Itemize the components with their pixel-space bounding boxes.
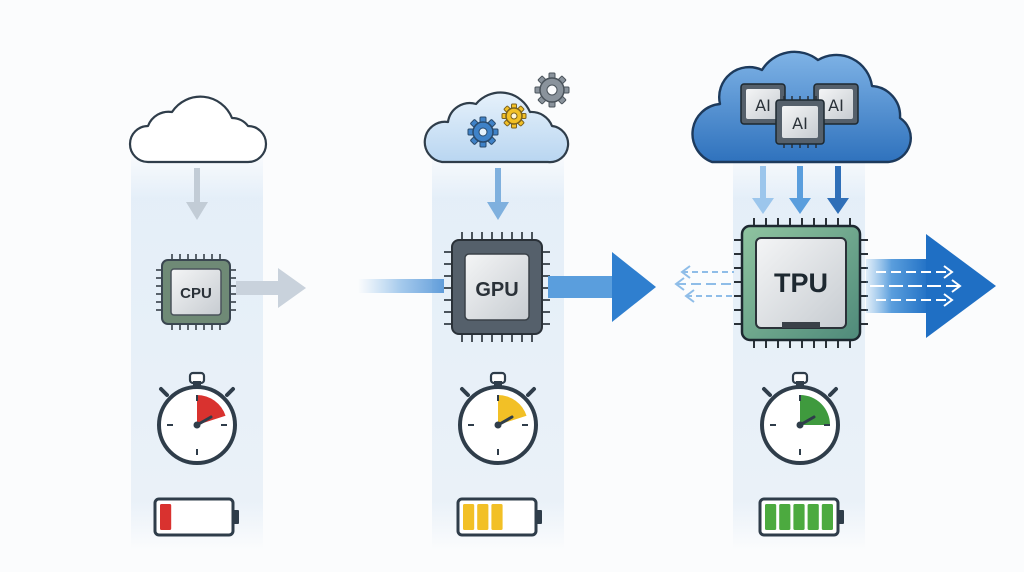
gear-icon xyxy=(467,116,499,148)
cloud-icon xyxy=(128,95,268,164)
battery-cells xyxy=(765,504,833,530)
battery-cell xyxy=(491,504,503,530)
stopwatch-icon xyxy=(760,371,840,465)
ai-chip-label: AI xyxy=(828,96,844,115)
gear-icon xyxy=(501,103,527,129)
stopwatch-icon xyxy=(458,371,538,465)
battery-cells xyxy=(160,504,172,530)
battery-cell xyxy=(779,504,791,530)
battery-icon xyxy=(153,497,239,537)
battery-cell xyxy=(160,504,172,530)
battery-cells xyxy=(463,504,503,530)
battery-icon xyxy=(456,497,542,537)
battery-cell xyxy=(463,504,475,530)
chip-icon: GPU xyxy=(444,232,550,342)
timer-elapsed-wedge xyxy=(800,395,830,425)
battery-cell xyxy=(807,504,819,530)
battery-cell xyxy=(765,504,777,530)
tpu-column-band xyxy=(733,150,865,550)
stopwatch-icon xyxy=(157,371,237,465)
arrow-icon xyxy=(789,166,811,214)
arrow-icon xyxy=(487,168,509,220)
ai-chip-label: AI xyxy=(792,114,808,133)
arrow-icon xyxy=(752,166,774,214)
timer-elapsed-wedge xyxy=(197,395,226,425)
arrow-icon xyxy=(866,234,996,338)
chip-icon: TPU xyxy=(734,218,868,348)
tpu-chip-label: TPU xyxy=(774,268,828,298)
arrow-icon xyxy=(548,252,656,322)
cpu-column: CPU xyxy=(128,95,306,537)
ai-chip-label: AI xyxy=(755,96,771,115)
arrow-icon xyxy=(827,166,849,214)
arrow-icon xyxy=(358,279,444,293)
timer-elapsed-wedge xyxy=(498,395,527,425)
gear-icon xyxy=(534,72,570,108)
speed-lines xyxy=(674,265,734,303)
gpu-chip-label: GPU xyxy=(475,279,518,301)
battery-icon xyxy=(758,497,844,537)
battery-cell xyxy=(821,504,833,530)
battery-cell xyxy=(477,504,489,530)
gpu-column: GPU xyxy=(358,72,656,537)
tpu-column: AI AI AI xyxy=(674,50,996,537)
cloud-icon xyxy=(423,91,570,164)
arrow-icon xyxy=(186,168,208,220)
chip-icon: AI xyxy=(775,96,825,148)
chip-icon: AI xyxy=(813,83,859,125)
chip-icon: CPU xyxy=(156,254,236,330)
cpu-chip-label: CPU xyxy=(180,285,212,302)
arrow-icon xyxy=(236,268,306,308)
chip-icon: AI xyxy=(740,83,786,125)
battery-cell xyxy=(793,504,805,530)
